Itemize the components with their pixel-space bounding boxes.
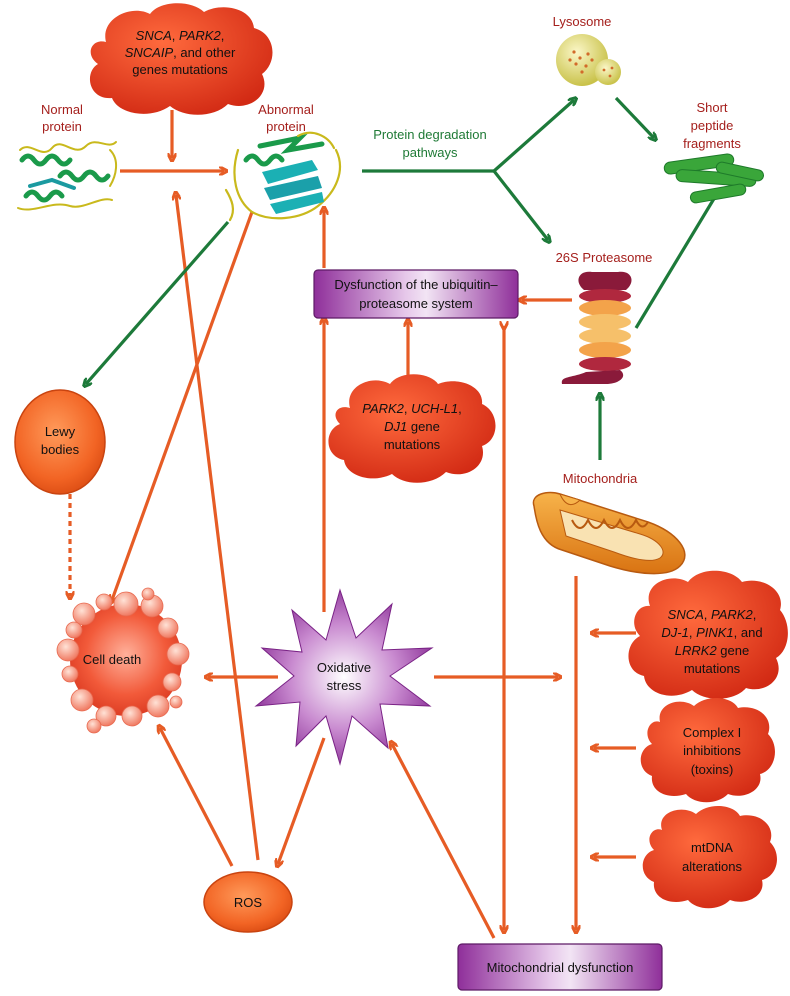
complex-i-cloud: Complex I inhibitions (toxins) xyxy=(640,697,775,803)
abnormal-protein-label: Abnormal protein xyxy=(258,102,314,134)
top-cloud-line-1: SNCA, PARK2, xyxy=(136,28,225,43)
mito-dysfunction-box: Mitochondrial dysfunction xyxy=(457,943,663,991)
cell-death-text: Cell death xyxy=(83,652,142,667)
right-cloud-line-3: LRRK2 gene xyxy=(675,643,749,658)
arrow-ros-to-celldeath xyxy=(160,728,234,867)
arrow-to-proteasome xyxy=(492,170,548,240)
green-arrows xyxy=(86,98,718,460)
abnormal-protein-label-line-1: Abnormal xyxy=(258,102,314,117)
middle-cloud-line-3: mutations xyxy=(384,437,441,452)
mito-dysfunction-text: Mitochondrial dysfunction xyxy=(487,960,634,975)
right-cloud-line-2: DJ-1, PINK1, and xyxy=(661,625,762,640)
ups-box-line-1: Dysfunction of the ubiquitin– xyxy=(334,277,498,292)
oxstress-line-1: Oxidative xyxy=(317,660,371,675)
arrow-to-lysosome xyxy=(492,100,574,173)
middle-cloud-line-1: PARK2, UCH-L1, xyxy=(362,401,462,416)
arrow-mito-to-oxstress xyxy=(392,744,496,939)
middle-cloud-line-2: DJ1 gene xyxy=(384,419,440,434)
normal-protein-label-line-2: protein xyxy=(42,119,82,134)
oxstress-line-2: stress xyxy=(327,678,362,693)
cell-death-node: Cell death xyxy=(56,587,190,734)
mtdna-line-1: mtDNA xyxy=(691,840,733,855)
short-peptide-icon xyxy=(663,153,764,204)
ups-dysfunction-box: Dysfunction of the ubiquitin– proteasome… xyxy=(313,269,519,319)
degradation-label-line-1: Protein degradation xyxy=(373,127,486,142)
arrow-ros-to-protein xyxy=(176,195,260,861)
short-peptide-label: Short peptide fragments xyxy=(683,100,741,151)
complex-i-line-3: (toxins) xyxy=(691,762,734,777)
arrow-proteasome-to-peptides xyxy=(634,192,718,329)
ups-box-line-2: proteasome system xyxy=(359,296,472,311)
oxidative-stress-node: Oxidative stress xyxy=(254,588,434,766)
arrow-abnormal-to-celldeath xyxy=(112,211,254,600)
top-cloud-line-3: genes mutations xyxy=(132,62,228,77)
right-cloud-line-4: mutations xyxy=(684,661,741,676)
arrow-lysosome-to-peptides xyxy=(614,96,654,138)
lysosome-label: Lysosome xyxy=(553,14,612,29)
orange-arrows xyxy=(70,110,636,939)
complex-i-line-1: Complex I xyxy=(683,725,742,740)
proteasome-icon xyxy=(561,271,632,384)
proteasome-label: 26S Proteasome xyxy=(556,250,653,265)
abnormal-protein-icon xyxy=(224,131,341,222)
mtdna-cloud: mtDNA alterations xyxy=(642,805,777,909)
lewy-bodies-node: Lewy bodies xyxy=(14,389,106,495)
lewy-line-1: Lewy xyxy=(45,424,76,439)
short-peptide-label-line-3: fragments xyxy=(683,136,741,151)
short-peptide-label-line-1: Short xyxy=(696,100,727,115)
abnormal-protein-label-line-2: protein xyxy=(266,119,306,134)
gene-mutations-cloud-top: SNCA, PARK2, SNCAIP, and other genes mut… xyxy=(89,3,273,115)
ros-node: ROS xyxy=(203,871,293,933)
ros-text: ROS xyxy=(234,895,263,910)
lewy-line-2: bodies xyxy=(41,442,80,457)
gene-mutations-cloud-middle: PARK2, UCH-L1, DJ1 gene mutations xyxy=(328,374,496,483)
degradation-label-line-2: pathways xyxy=(403,145,458,160)
gene-mutations-cloud-right: SNCA, PARK2, DJ-1, PINK1, and LRRK2 gene… xyxy=(628,570,788,699)
arrow-oxstress-to-ros xyxy=(278,737,326,864)
degradation-label: Protein degradation pathways xyxy=(373,127,486,160)
arrow-abnormal-to-lewy xyxy=(86,220,230,384)
lysosome-icon xyxy=(556,34,621,86)
right-cloud-line-1: SNCA, PARK2, xyxy=(668,607,757,622)
normal-protein-icon xyxy=(17,141,117,211)
short-peptide-label-line-2: peptide xyxy=(691,118,734,133)
mitochondria-icon xyxy=(532,491,686,575)
top-cloud-line-2: SNCAIP, and other xyxy=(125,45,236,60)
complex-i-line-2: inhibitions xyxy=(683,743,741,758)
normal-protein-label-line-1: Normal xyxy=(41,102,83,117)
mtdna-line-2: alterations xyxy=(682,859,742,874)
mitochondria-label: Mitochondria xyxy=(563,471,638,486)
normal-protein-label: Normal protein xyxy=(41,102,83,134)
